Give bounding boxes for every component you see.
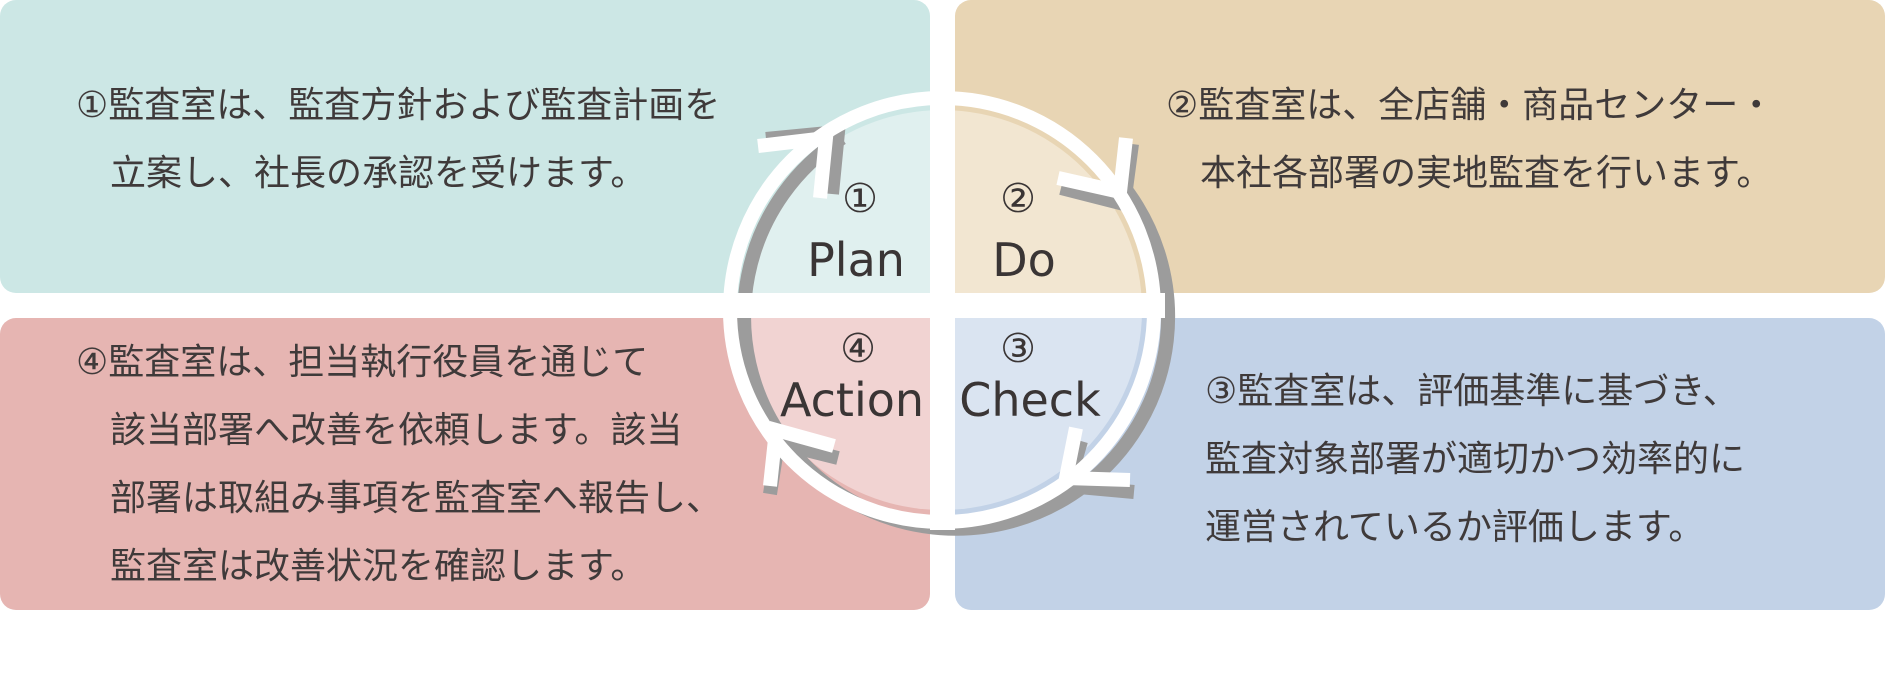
check-label: Check	[959, 373, 1101, 427]
arrow-head-to-plan	[757, 130, 834, 199]
do-description-line-2: 本社各部署の実地監査を行います。	[1200, 153, 1773, 194]
action-number: ④	[840, 326, 876, 372]
check-description: ③監査室は、評価基準に基づき、 監査対象部署が適切かつ効率的に 運営されているか…	[1205, 358, 1745, 562]
plan-label: Plan	[807, 233, 905, 287]
plan-number: ①	[842, 176, 878, 222]
action-description-line-4: 監査室は改善状況を確認します。	[110, 546, 647, 587]
action-description-line-1: ④監査室は、担当執行役員を通じて	[76, 342, 649, 383]
action-description: ④監査室は、担当執行役員を通じて 該当部署へ改善を依頼します。該当 部署は取組み…	[76, 329, 722, 601]
plan-description-line-2: 立案し、社長の承認を受けます。	[110, 153, 647, 194]
action-description-line-2: 該当部署へ改善を依頼します。該当	[110, 410, 683, 451]
action-label: Action	[780, 373, 924, 427]
do-label: Do	[992, 233, 1056, 287]
check-description-line-1: ③監査室は、評価基準に基づき、	[1205, 371, 1739, 412]
plan-description: ①監査室は、監査方針および監査計画を 立案し、社長の承認を受けます。	[76, 72, 720, 208]
check-number: ③	[1000, 326, 1036, 372]
horizontal-divider	[720, 293, 1165, 318]
do-description-line-1: ②監査室は、全店舗・商品センター・	[1166, 85, 1775, 126]
arrow-head-to-check	[1057, 426, 1131, 487]
do-description: ②監査室は、全店舗・商品センター・ 本社各部署の実地監査を行います。	[1166, 72, 1774, 208]
action-description-line-3: 部署は取組み事項を監査室へ報告し、	[110, 478, 723, 519]
do-number: ②	[1000, 176, 1036, 222]
plan-description-line-1: ①監査室は、監査方針および監査計画を	[76, 85, 721, 126]
arrow-head-to-do	[1056, 137, 1133, 201]
arrow-head-to-action	[763, 421, 836, 487]
check-description-line-2: 監査対象部署が適切かつ効率的に	[1205, 439, 1746, 480]
check-description-line-3: 運営されているか評価します。	[1205, 507, 1705, 548]
